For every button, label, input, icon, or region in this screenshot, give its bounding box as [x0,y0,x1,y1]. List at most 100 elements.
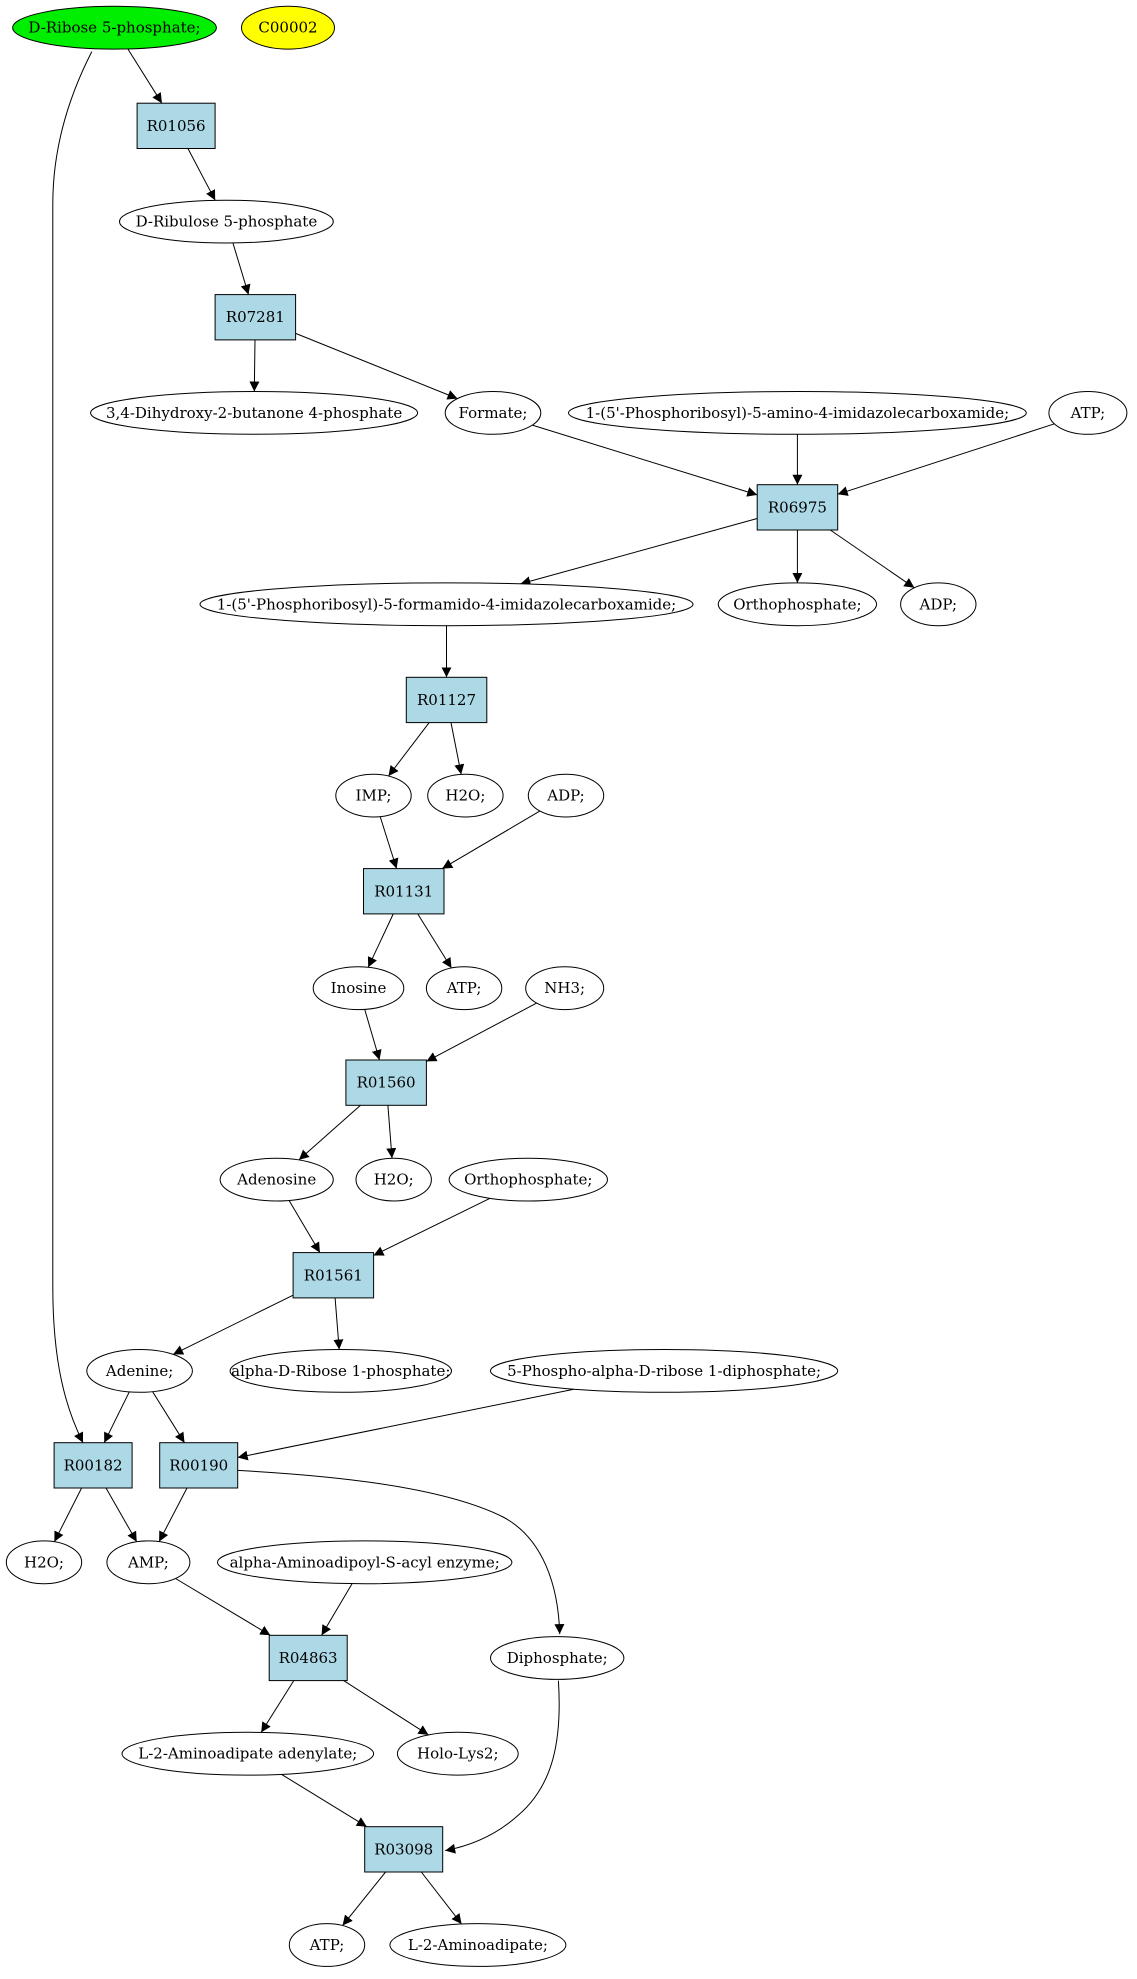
reaction-box [363,868,445,915]
compound-node-n_ortho_1[interactable]: Orthophosphate; [717,582,878,627]
compound-node-n_dru5p[interactable]: D-Ribulose 5-phosphate [118,199,334,244]
reaction-node-r06975[interactable]: R06975 [756,484,839,531]
compound-node-n_h2o_1[interactable]: H2O; [427,773,504,818]
edge-n_diphosphate-to-r03098 [445,1680,560,1854]
edge-n_inosine-to-r01560 [364,1009,382,1061]
node-label: R00190 [169,1456,228,1474]
node-label: ADP; [546,787,584,805]
node-label: 5-Phospho-alpha-D-ribose 1-diphosphate; [507,1362,821,1380]
reaction-box [268,1634,348,1682]
node-label: R03098 [374,1840,433,1858]
node-label: R01127 [417,691,476,709]
compound-ellipse [229,1349,452,1393]
compound-ellipse [86,1349,193,1393]
compound-node-n_adenine[interactable]: Adenine; [86,1349,193,1393]
edge-r07281-to-n_dhbp [249,339,260,392]
reaction-node-r00182[interactable]: R00182 [53,1442,133,1489]
edge-r03098-to-n_atp_3 [342,1871,386,1926]
compound-ellipse [106,1540,191,1585]
node-label: R01131 [374,882,433,900]
edge-r01131-to-n_inosine [367,913,394,968]
reaction-node-r01056[interactable]: R01056 [136,102,216,149]
node-label: ATP; [1070,404,1106,422]
compound-ellipse [312,966,405,1011]
reaction-box [136,102,216,149]
node-label: 1-(5'-Phosphoribosyl)-5-amino-4-imidazol… [586,404,1010,422]
node-label: L-2-Aminoadipate adenylate; [138,1745,357,1763]
compound-node-n_ortho_2[interactable]: Orthophosphate; [448,1157,608,1202]
edge-n_adenine-to-r00182 [103,1391,130,1443]
reaction-node-r03098[interactable]: R03098 [364,1826,444,1873]
edge-n_dr5p-to-r00182 [52,51,93,1443]
edge-r00182-to-n_amp [105,1487,138,1543]
compound-node-n_adr1p[interactable]: alpha-D-Ribose 1-phosphate; [229,1349,452,1393]
reaction-node-r01560[interactable]: R01560 [345,1059,427,1106]
reaction-node-r01131[interactable]: R01131 [363,868,445,915]
edge-n_atp_top-to-r06975 [837,423,1055,496]
compound-node-n_adp_2[interactable]: ADP; [527,773,605,818]
node-label: ATP; [309,1936,345,1954]
reaction-box [214,294,297,341]
compound-ellipse [525,966,605,1011]
compound-node-n_dr5p[interactable]: D-Ribose 5-phosphate; [12,5,217,50]
node-label: IMP; [356,787,392,805]
edge-r01127-to-n_imp [388,722,430,777]
node-label: L-2-Aminoadipate; [408,1936,548,1954]
edge-n_amp-to-r04863 [175,1578,271,1636]
edge-n_dr5p-to-r01056 [127,48,163,104]
compound-ellipse [568,391,1027,435]
compound-node-n_atp_2[interactable]: ATP; [425,966,503,1011]
reaction-box [53,1442,133,1489]
compound-node-n_imp[interactable]: IMP; [335,773,412,818]
compound-ellipse [335,773,412,818]
compound-node-n_amp[interactable]: AMP; [106,1540,191,1585]
compound-node-n_h2o_2[interactable]: H2O; [355,1157,432,1202]
node-label: D-Ribulose 5-phosphate [136,213,318,231]
compound-node-n_diphosphate[interactable]: Diphosphate; [490,1636,625,1680]
compound-node-n_dhbp[interactable]: 3,4-Dihydroxy-2-butanone 4-phosphate [90,391,419,435]
reaction-node-r04863[interactable]: R04863 [268,1634,348,1682]
compound-node-n_inosine[interactable]: Inosine [312,966,405,1011]
compound-node-n_hololys2[interactable]: Holo-Lys2; [396,1731,519,1776]
compound-node-n_h2o_3[interactable]: H2O; [5,1540,83,1585]
node-label: D-Ribose 5-phosphate; [28,19,200,37]
compound-node-n_l2aa[interactable]: L-2-Aminoadipate; [389,1923,567,1967]
compound-node-n_aicar[interactable]: 1-(5'-Phosphoribosyl)-5-amino-4-imidazol… [568,391,1027,435]
reaction-node-r01561[interactable]: R01561 [292,1252,375,1299]
compound-ellipse [118,199,334,244]
compound-ellipse [288,1923,366,1967]
compound-ellipse [717,582,878,627]
compound-node-n_formate[interactable]: Formate; [444,391,542,435]
compound-ellipse [1048,391,1128,435]
compound-node-n_faicar[interactable]: 1-(5'-Phosphoribosyl)-5-formamido-4-imid… [199,582,694,627]
compound-ellipse [12,5,217,50]
reaction-node-r07281[interactable]: R07281 [214,294,297,341]
edge-r00190-to-n_amp [158,1487,188,1542]
edge-r06975-to-n_adp_1 [830,529,915,589]
compound-node-n_l2aa_adenylate[interactable]: L-2-Aminoadipate adenylate; [121,1731,375,1776]
compound-ellipse [5,1540,83,1585]
compound-node-n_nh3[interactable]: NH3; [525,966,605,1011]
edge-n_prpp-to-r00190 [237,1388,574,1461]
edge-n_l2aa_adenylate-to-r03098 [281,1773,368,1828]
compound-ellipse [121,1731,375,1776]
compound-node-n_atp_3[interactable]: ATP; [288,1923,366,1967]
reaction-node-r00190[interactable]: R00190 [159,1442,239,1489]
node-label: Adenine; [105,1362,173,1380]
node-label: 1-(5'-Phosphoribosyl)-5-formamido-4-imid… [217,595,676,613]
reaction-box [345,1059,427,1106]
compound-node-n_c00002[interactable]: C00002 [241,5,335,50]
compound-node-n_adp_1[interactable]: ADP; [900,582,977,627]
compound-node-n_prpp[interactable]: 5-Phospho-alpha-D-ribose 1-diphosphate; [489,1349,839,1393]
compound-node-n_adenosine[interactable]: Adenosine [219,1157,334,1202]
reaction-node-r01127[interactable]: R01127 [405,676,488,724]
compound-ellipse [448,1157,608,1202]
compound-node-n_atp_top[interactable]: ATP; [1048,391,1128,435]
reaction-box [159,1442,239,1489]
compound-ellipse [425,966,503,1011]
edge-r00190-to-n_diphosphate [237,1469,565,1635]
edges-layer [52,48,1055,1926]
compound-node-n_aase[interactable]: alpha-Aminoadipoyl-S-acyl enzyme; [217,1540,513,1585]
edge-n_nh3-to-r01560 [426,1002,537,1062]
